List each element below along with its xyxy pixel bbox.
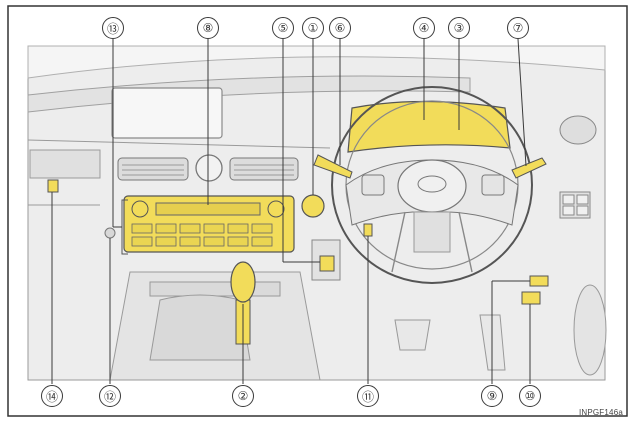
callout-3: ③ [448, 17, 470, 39]
left-vent [117, 157, 189, 181]
item-9-switch [529, 275, 549, 287]
lexus-emblem [417, 175, 447, 193]
right-vent [229, 157, 299, 181]
navigation-screen [111, 87, 223, 139]
shift-knob [230, 261, 256, 303]
callout-9: ⑨ [481, 385, 503, 407]
item-7-lever [511, 157, 547, 179]
callout-4: ④ [413, 17, 435, 39]
callout-7: ⑦ [507, 17, 529, 39]
callout-6: ⑥ [329, 17, 351, 39]
item-12-glovebox [104, 227, 116, 239]
callout-13: ⑬ [102, 17, 124, 39]
steering-wheel [331, 86, 533, 284]
item-10-switch [521, 291, 541, 305]
item-5-switch [319, 255, 335, 272]
analog-clock [195, 154, 223, 182]
figure-code: INPGF146a [578, 408, 623, 417]
item-1-engine-switch [301, 194, 325, 218]
item-3-4-meters [347, 100, 511, 153]
callout-14: ⑭ [41, 385, 63, 407]
steering-hub [397, 159, 467, 213]
callout-12: ⑫ [99, 385, 121, 407]
callout-2: ② [232, 385, 254, 407]
callout-1: ① [302, 17, 324, 39]
callout-8: ⑧ [197, 17, 219, 39]
item-6-lever [313, 154, 353, 179]
callout-11: ⑪ [357, 385, 379, 407]
callout-5: ⑤ [272, 17, 294, 39]
item-11-switch [363, 223, 373, 237]
item-14-switch [47, 179, 59, 193]
callout-10: ⑩ [519, 385, 541, 407]
